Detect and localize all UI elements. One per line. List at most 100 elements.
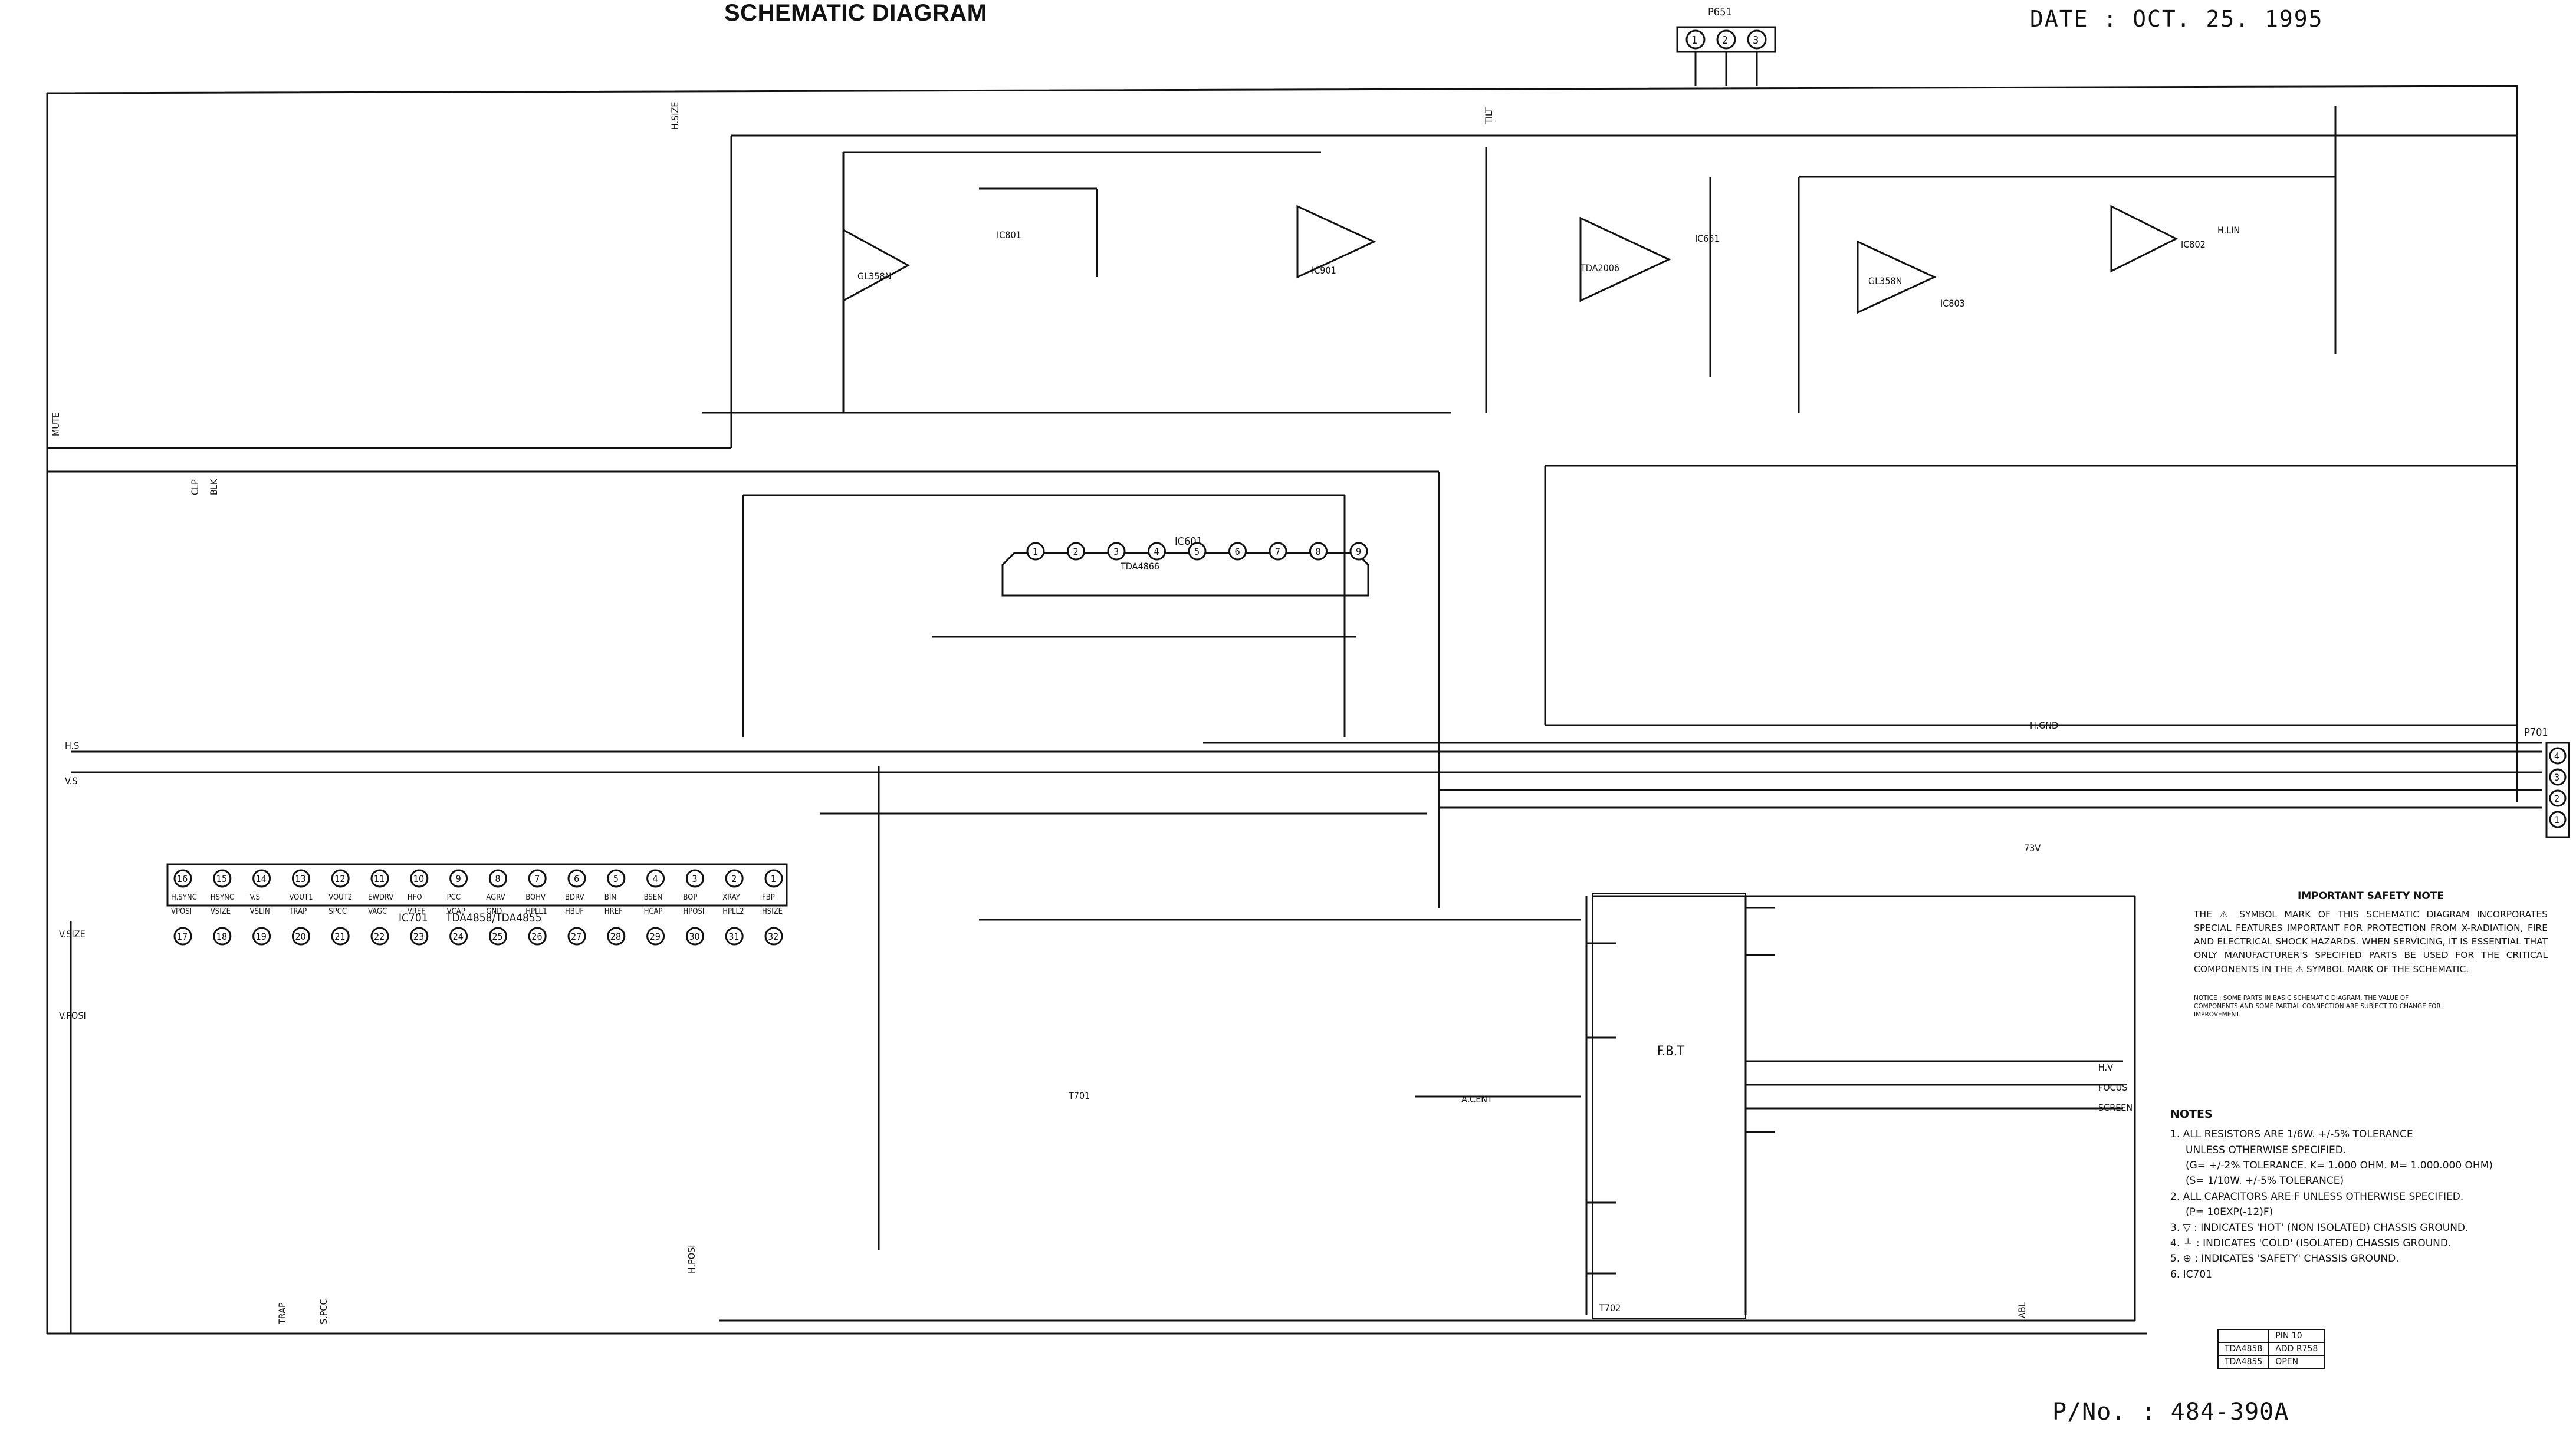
note-1-sub-c: (S= 1/10W. +/-5% TOLERANCE) (2186, 1175, 2344, 1187)
ic701-bottom-pin-label: VREF (408, 907, 426, 916)
p701-label: P701 (2524, 726, 2548, 739)
ic701-top-pin-circle (685, 869, 704, 888)
label-ic802: IC802 (2181, 239, 2206, 250)
ic701-bottom-pin-circle (607, 927, 626, 946)
ic701-bottom-pin-number: 28 (610, 931, 621, 942)
ic701-bottom-pin-label: HCAP (644, 907, 663, 916)
ic601-pin-circle (1349, 542, 1368, 561)
ic701-top-pin-circle (528, 869, 547, 888)
ic701-bottom-pin-circle (410, 927, 429, 946)
ic701-bottom-pin-number: 20 (295, 931, 305, 942)
p651-pin-2: 2 (1722, 34, 1728, 47)
ic701-bottom-pin-circle (370, 927, 389, 946)
ic701-bottom-pin-number: 17 (177, 931, 188, 942)
p651-pin-1: 1 (1691, 34, 1697, 47)
page-title: SCHEMATIC DIAGRAM (724, 0, 987, 26)
ic701-bottom-pin-circle (488, 927, 507, 946)
label-hsize: H.SIZE (669, 102, 681, 130)
ic701-top-pin-circle (725, 869, 744, 888)
note-1-sub-b: (G= +/-2% TOLERANCE. K= 1.000 OHM. M= 1.… (2186, 1160, 2493, 1172)
ic701-bottom-pin-circle (725, 927, 744, 946)
pin-table-cell: OPEN (2268, 1355, 2325, 1369)
ic701-bottom-pin-label: GND (486, 907, 502, 916)
ic601-pin-circle (1107, 542, 1126, 561)
ic701-top-pin-label: BOHV (525, 893, 546, 902)
ic701-top-pin-circle (449, 869, 468, 888)
ic701-top-pin-label: BDRV (565, 893, 584, 902)
ic601-pin-number: 6 (1235, 546, 1240, 557)
label-gl358n-1: GL358N (857, 271, 891, 282)
ic701-top-pin-circle (410, 869, 429, 888)
label-hlin: H.LIN (2217, 225, 2240, 236)
label-clp: CLP (189, 479, 201, 495)
label-abl: ABL (2016, 1302, 2028, 1318)
label-ic651: IC651 (1695, 233, 1720, 244)
ic701-top-pin-circle (291, 869, 310, 888)
ic701-top-pin-number: 11 (374, 873, 385, 884)
p651-connector: 1 2 3 P651 (1685, 6, 1767, 50)
pin-table-cell: TDA4855 (2217, 1355, 2270, 1369)
ic601-pin-number: 3 (1113, 546, 1119, 557)
ic701-top-pin-circle (764, 869, 783, 888)
ic601-pin-number: 8 (1316, 546, 1321, 557)
ic601-pin-number: 5 (1194, 546, 1200, 557)
pin-table-cell: TDA4858 (2217, 1342, 2270, 1356)
ic701-top-pin-number: 3 (692, 873, 697, 884)
ic601-pin-circle (1026, 542, 1045, 561)
label-blk: BLK (208, 479, 219, 495)
ic701-bottom-pin-number: 32 (768, 931, 778, 942)
safety-note-body: THE ⚠ SYMBOL MARK OF THIS SCHEMATIC DIAG… (2194, 908, 2548, 975)
ic601-pin-circle (1067, 542, 1085, 561)
ic701-bottom-pin-circle (567, 927, 586, 946)
safety-note-fine-print: NOTICE : SOME PARTS IN BASIC SCHEMATIC D… (2194, 994, 2441, 1019)
ic701-top-pin-label: AGRV (486, 893, 505, 902)
ic701-top-pin-label: EWDRV (368, 893, 393, 902)
p701-pin-4: 4 (2554, 750, 2559, 762)
label-t702: T702 (1599, 1302, 1621, 1314)
label-hgnd: H.GND (2030, 720, 2058, 731)
pin-table-header-blank (2217, 1329, 2270, 1343)
safety-note: IMPORTANT SAFETY NOTE THE ⚠ SYMBOL MARK … (2194, 889, 2548, 1019)
ic701-top-pin-label: HFO (408, 893, 422, 902)
ic701-top-pin-circle (488, 869, 507, 888)
ic701-bottom-pin-label: HBUF (565, 907, 584, 916)
ic701-top-pin-number: 9 (456, 873, 461, 884)
p701-pin-1: 1 (2554, 814, 2559, 825)
label-hposi: H.POSI (686, 1245, 697, 1273)
label-ic801: IC801 (997, 229, 1021, 241)
label-acent: A.CENT (1461, 1094, 1493, 1105)
ic701-bottom-pin-label: VPOSI (171, 907, 192, 916)
ic701-bottom-pin-number: 22 (374, 931, 385, 942)
ic701-top-pin-number: 8 (495, 873, 500, 884)
note-5: 5. ⊕ : INDICATES 'SAFETY' CHASSIS GROUND… (2170, 1253, 2399, 1265)
ic701-bottom-pin-circle (291, 927, 310, 946)
wiring (46, 26, 2570, 1335)
ic701-top-pin-number: 10 (413, 873, 424, 884)
ic701-top-pin-number: 5 (613, 873, 619, 884)
ic701-bottom-pin-circle (331, 927, 350, 946)
label-tda2006: TDA2006 (1580, 262, 1619, 274)
ic701-top-pin-circle (252, 869, 271, 888)
label-spcc: S.PCC (318, 1299, 329, 1325)
ic701-top-pin-number: 14 (256, 873, 267, 884)
ic701-top-pin-number: 1 (771, 873, 776, 884)
ic601-pin-number: 4 (1154, 546, 1159, 557)
ic701-bottom-pin-number: 27 (571, 931, 581, 942)
ic701-top-pin-label: HSYNC (211, 893, 234, 902)
part-number: P/No. : 484-390A (2052, 1398, 2289, 1426)
net-labels: IC801 GL358N IC901 IC651 TDA2006 IC803 G… (50, 102, 2240, 1325)
label-73v: 73V (2024, 842, 2041, 854)
ic701-top-pin-number: 15 (216, 873, 227, 884)
ic701-bottom-pin-label: VCAP (447, 907, 465, 916)
ic701-name: IC701 (399, 911, 428, 924)
ic601-pin-circle (1269, 542, 1287, 561)
label-trap: TRAP (277, 1302, 288, 1325)
note-4: 4. ⏚ : INDICATES 'COLD' (ISOLATED) CHASS… (2170, 1237, 2452, 1249)
ic701-top-pin-number: 13 (295, 873, 305, 884)
ic701-bottom-pin-circle (173, 927, 192, 946)
ic701-bottom-pin-circle (764, 927, 783, 946)
p651-label: P651 (1708, 6, 1732, 18)
ic601-pin-number: 9 (1356, 546, 1361, 557)
